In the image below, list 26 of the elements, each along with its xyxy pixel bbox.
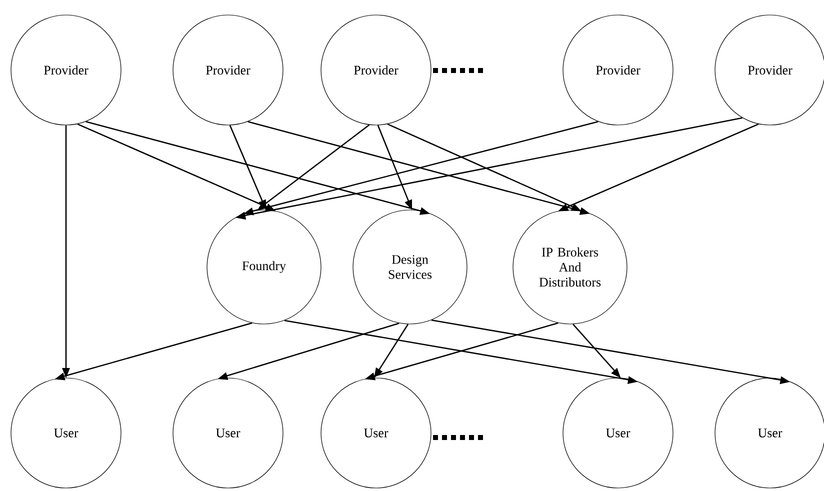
arrow bbox=[257, 124, 370, 210]
arrow bbox=[387, 124, 582, 212]
arrow bbox=[364, 322, 558, 380]
circle-node: Provider bbox=[562, 14, 674, 126]
arrow bbox=[54, 322, 252, 380]
circle-node: Provider bbox=[172, 14, 284, 126]
arrow bbox=[218, 322, 400, 380]
circle-node: Provider bbox=[10, 14, 122, 126]
arrow bbox=[374, 324, 409, 378]
circle-node: Provider bbox=[320, 14, 432, 126]
arrow bbox=[86, 121, 430, 215]
arrow bbox=[236, 117, 742, 220]
arrow bbox=[77, 124, 276, 212]
circle-node: Design Services bbox=[352, 210, 468, 324]
circle-node: User bbox=[172, 378, 284, 488]
arrow bbox=[284, 320, 638, 384]
circle-node: User bbox=[10, 378, 122, 488]
arrow bbox=[431, 319, 790, 384]
arrow bbox=[558, 123, 759, 212]
arrow bbox=[377, 125, 412, 210]
circle-node: User bbox=[320, 378, 432, 488]
arrow bbox=[62, 125, 70, 378]
arrow bbox=[572, 324, 621, 378]
circle-node: IP Brokers And Distributors bbox=[512, 210, 628, 324]
circle-node: User bbox=[562, 378, 674, 488]
circle-node: Foundry bbox=[206, 210, 322, 324]
